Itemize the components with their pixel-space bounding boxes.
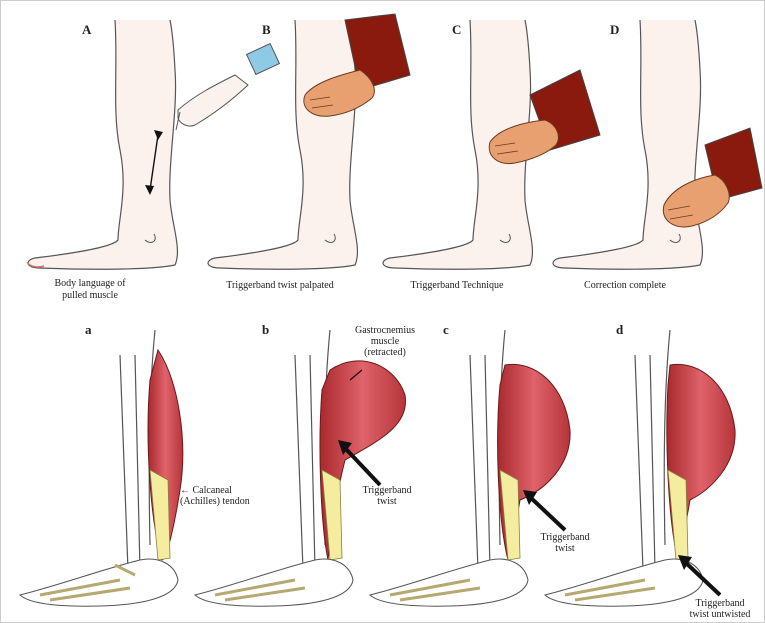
gastro-line3: (retracted) — [350, 347, 420, 358]
twist-arrow-b — [345, 448, 380, 485]
twist-c-line1: Triggerband — [530, 532, 600, 543]
hand-a — [178, 75, 248, 126]
panel-letter-B: B — [262, 22, 271, 38]
panel-letter-a: a — [85, 322, 92, 338]
leg-a-shape — [28, 20, 177, 269]
twist-b-line2: twist — [352, 496, 422, 507]
caption-C: Triggerband Technique — [392, 280, 522, 292]
twist-b-label: Triggerband twist — [352, 485, 422, 507]
gastrocnemius-label: Gastrocnemius muscle (retracted) — [350, 325, 420, 358]
anatomy-c — [370, 330, 570, 606]
leg-b-drawing — [208, 14, 410, 269]
anatomy-d — [545, 330, 735, 606]
panel-letter-b: b — [262, 322, 269, 338]
leg-a-drawing — [27, 20, 279, 269]
caption-A: Body language of pulled muscle — [30, 278, 150, 302]
twist-d-line2: twist untwisted — [678, 609, 762, 620]
tendon-line2: (Achilles) tendon — [180, 496, 270, 507]
panel-letter-A: A — [82, 22, 91, 38]
panel-letter-c: c — [443, 322, 449, 338]
twist-c-label: Triggerband twist — [530, 532, 600, 554]
twist-c-line2: twist — [530, 543, 600, 554]
twist-d-line1: Triggerband — [678, 598, 762, 609]
tendon-line1: Calcaneal — [193, 485, 232, 496]
leg-b-shape — [208, 20, 357, 269]
caption-A-line2: pulled muscle — [30, 290, 150, 302]
caption-D: Correction complete — [560, 280, 690, 292]
ice-pack — [247, 44, 280, 75]
twist-d-label: Triggerband twist untwisted — [678, 598, 762, 620]
caption-B: Triggerband twist palpated — [205, 280, 355, 292]
leg-d-shape — [553, 20, 702, 269]
caption-A-line1: Body language of — [30, 278, 150, 290]
leg-d-drawing — [553, 20, 762, 269]
twist-arrow-c — [530, 497, 565, 530]
anatomy-a — [20, 330, 183, 606]
leg-c-drawing — [383, 20, 600, 269]
tendon-arrow-glyph: ← — [180, 485, 190, 496]
panel-letter-C: C — [452, 22, 461, 38]
twist-b-line1: Triggerband — [352, 485, 422, 496]
tibia-a — [120, 355, 140, 570]
tendon-label: ← Calcaneal (Achilles) tendon — [180, 485, 270, 507]
gastro-line1: Gastrocnemius — [350, 325, 420, 336]
gastro-line2: muscle — [350, 336, 420, 347]
panel-letter-D: D — [610, 22, 619, 38]
anatomy-b — [195, 330, 406, 606]
panel-letter-d: d — [616, 322, 623, 338]
